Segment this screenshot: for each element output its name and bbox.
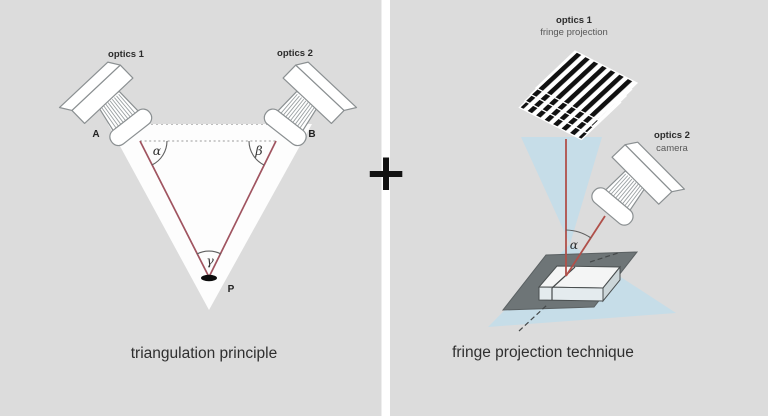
sight-ray-b	[208, 140, 277, 278]
alpha-label: α	[153, 143, 162, 158]
optics2-label: optics 2	[654, 130, 690, 141]
projected-section-line	[518, 252, 619, 332]
divider-band	[381, 0, 390, 416]
fringe-projection-panel: α optics 1 fringe projection optics 2 ca…	[452, 15, 690, 361]
fringe-sheet-1	[534, 50, 639, 121]
left-caption: triangulation principle	[131, 345, 277, 362]
panel-divider: +	[364, 0, 408, 416]
camera-view-ray	[565, 215, 606, 277]
gamma-label: γ	[206, 253, 214, 268]
optics2-label: optics 2	[277, 48, 313, 59]
point-b-label: B	[308, 129, 315, 140]
optics1-label: optics 1	[556, 15, 593, 26]
object-box-front	[538, 286, 604, 302]
optics1-sublabel: fringe projection	[540, 27, 608, 38]
fringe-pattern-stack	[518, 50, 639, 141]
point-a-label: A	[92, 129, 99, 140]
angle-arc-beta	[248, 140, 265, 166]
object-box-side	[602, 265, 621, 303]
triangulation-panel: α β γ P optics 1 optics 2 A B triangulat…	[55, 48, 361, 362]
angle-arc-gamma	[196, 250, 222, 255]
angle-arc-alpha	[151, 140, 168, 166]
plus-icon: +	[364, 143, 408, 203]
angle-arc-alpha-right	[565, 229, 592, 239]
alpha-label-right: α	[570, 237, 579, 252]
point-p-marker	[201, 274, 217, 282]
beta-label: β	[254, 143, 262, 158]
right-caption: fringe projection technique	[452, 344, 634, 361]
projection-cone-upper	[521, 137, 602, 244]
optics1-label: optics 1	[108, 49, 145, 60]
point-p-label: P	[228, 284, 235, 295]
optics2-sublabel: camera	[656, 143, 688, 154]
